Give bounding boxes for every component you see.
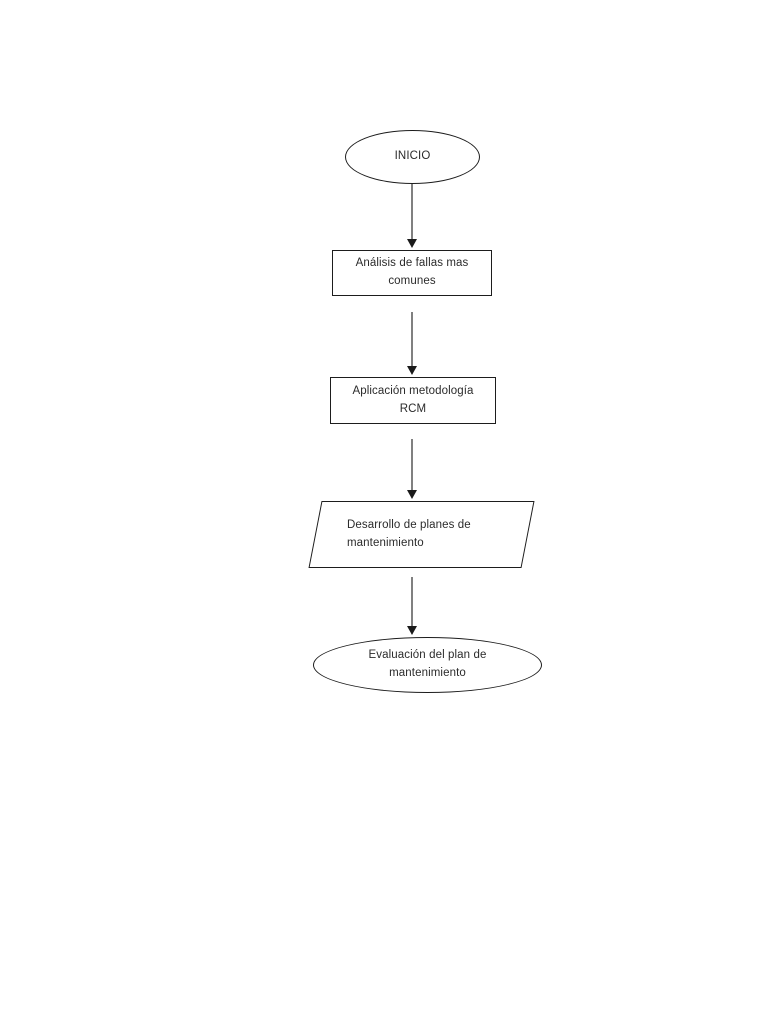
connector-line	[411, 312, 413, 367]
flowchart-node-analisis-fallas[interactable]: Análisis de fallas mas comunes	[332, 250, 492, 296]
node-label-analisis-fallas: Análisis de fallas mas comunes	[355, 257, 469, 287]
flowchart-node-evaluacion-plan[interactable]: Evaluación del plan de mantenimiento	[313, 637, 542, 693]
parallelogram-face	[308, 501, 535, 568]
node-label-aplicacion-rcm: Aplicación metodología RCM	[352, 384, 474, 415]
flowchart-node-desarrollo-planes[interactable]: Desarrollo de planes de mantenimiento	[308, 501, 535, 568]
connector-line	[411, 184, 413, 240]
connector-line	[411, 439, 413, 491]
arrowhead-down-icon	[407, 490, 417, 499]
flowchart-node-inicio[interactable]: INICIO	[345, 130, 480, 184]
connector-arrow-analisis-to-aplicacion	[402, 312, 422, 375]
connector-arrow-desarrollo-to-evaluacion	[402, 577, 422, 635]
node-label-evaluacion-plan: Evaluación del plan de mantenimiento	[368, 649, 487, 679]
node-label-inicio: INICIO	[394, 150, 431, 163]
connector-arrow-inicio-to-analisis	[402, 184, 422, 248]
flowchart-node-aplicacion-rcm[interactable]: Aplicación metodología RCM	[330, 377, 496, 424]
arrowhead-down-icon	[407, 366, 417, 375]
arrowhead-down-icon	[407, 239, 417, 248]
connector-arrow-aplicacion-to-desarrollo	[402, 439, 422, 499]
arrowhead-down-icon	[407, 626, 417, 635]
connector-line	[411, 577, 413, 627]
